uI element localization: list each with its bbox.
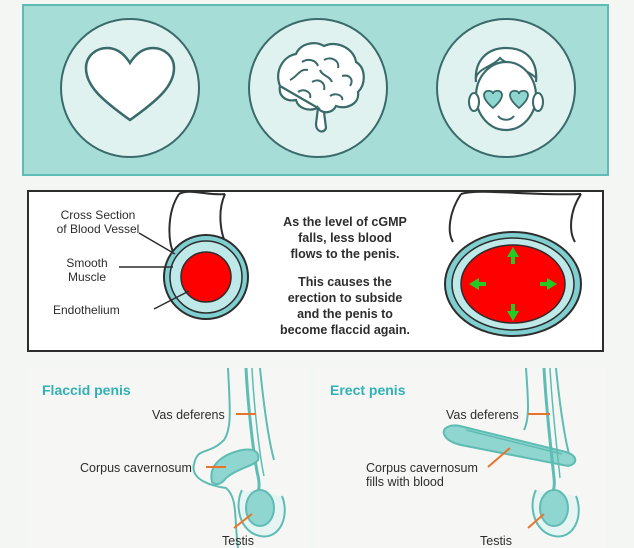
blood-vessel-panel: Cross Section of Blood Vessel Smooth Mus… [27, 190, 604, 352]
flaccid-title: Flaccid penis [42, 382, 131, 398]
flaccid-anatomy [192, 368, 286, 548]
vessel-diagrams [119, 192, 582, 337]
erect-testis-label: Testis [480, 534, 512, 548]
icon-panel [22, 4, 609, 176]
dilation-arrows [469, 247, 557, 321]
explanation-paragraph-1: As the level of cGMP falls, less blood f… [283, 215, 407, 261]
face-circle [436, 18, 576, 158]
smooth-muscle-label: Smooth Muscle [66, 256, 108, 284]
explanation-paragraph-2: This causes the erection to subside and … [280, 275, 410, 337]
erect-title: Erect penis [330, 382, 406, 398]
erect-card: Erect penis Vas deferens Corpus cavernos… [316, 368, 606, 548]
endothelium-right [460, 244, 566, 324]
flaccid-vas-deferens-label: Vas deferens [152, 408, 225, 422]
corpus-erect [442, 424, 577, 468]
flaccid-card: Flaccid penis Vas deferens Corpus cavern… [28, 368, 308, 548]
face-heart-eyes-icon [468, 46, 544, 132]
brain-circle [248, 18, 388, 158]
flaccid-testis-label: Testis [222, 534, 254, 548]
testis-left [245, 489, 275, 527]
heart-circle [60, 18, 200, 158]
erect-vas-deferens-label: Vas deferens [446, 408, 519, 422]
erect-anatomy [442, 368, 580, 538]
endothelium-left [180, 251, 232, 303]
brain-icon [277, 42, 365, 133]
cross-section-label: Cross Section of Blood Vessel [56, 208, 140, 236]
heart-icon [84, 46, 176, 122]
flaccid-corpus-label: Corpus cavernosum [80, 461, 192, 475]
erect-corpus-label: Corpus cavernosum fills with blood [366, 461, 478, 489]
testis-right [539, 489, 569, 527]
endothelium-label: Endothelium [53, 303, 120, 317]
